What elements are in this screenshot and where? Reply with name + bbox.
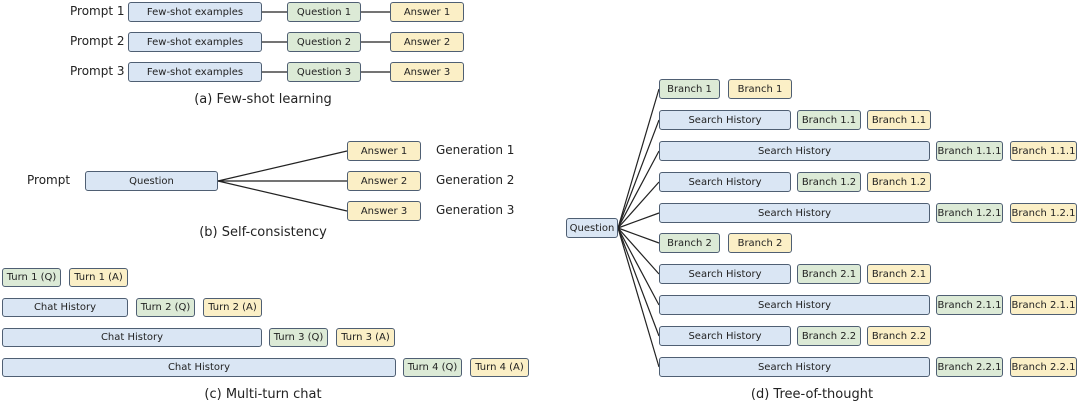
few-shot-examples-box: Few-shot examples	[128, 62, 262, 82]
branch-result-box: Branch 2.1	[867, 264, 931, 284]
branch-box: Branch 2.2	[797, 326, 861, 346]
generation-label: Generation 3	[436, 203, 515, 217]
answer-box: Answer 3	[347, 201, 421, 221]
turn-question-box: Turn 3 (Q)	[269, 328, 328, 347]
branch-result-box: Branch 1	[728, 79, 792, 99]
turn-question-box: Turn 4 (Q)	[403, 358, 462, 377]
search-history-box: Search History	[659, 264, 791, 284]
answer-box: Answer 2	[390, 32, 464, 52]
caption-few-shot: (a) Few-shot learning	[194, 92, 332, 107]
search-history-box: Search History	[659, 295, 930, 315]
branch-result-box: Branch 1.2	[867, 172, 931, 192]
branch-box: Branch 1.1.1	[936, 141, 1003, 161]
chat-history-box: Chat History	[2, 298, 128, 317]
prompt-label: Prompt	[27, 173, 71, 187]
prompt-label: Prompt 1	[70, 4, 125, 18]
branch-box: Branch 2.1.1	[936, 295, 1003, 315]
branch-box: Branch 1.2	[797, 172, 861, 192]
turn-answer-box: Turn 3 (A)	[336, 328, 395, 347]
few-shot-examples-box: Few-shot examples	[128, 2, 262, 22]
branch-box: Branch 2.2.1	[936, 357, 1003, 377]
branch-box: Branch 2	[659, 233, 720, 253]
caption-multi-turn: (c) Multi-turn chat	[204, 387, 322, 402]
answer-box: Answer 1	[347, 141, 421, 161]
branch-box: Branch 1	[659, 79, 720, 99]
question-box: Question 1	[287, 2, 361, 22]
search-history-box: Search History	[659, 110, 791, 130]
branch-result-box: Branch 2.2.1	[1010, 357, 1077, 377]
branch-result-box: Branch 1.2.1	[1010, 203, 1077, 223]
question-box: Question 2	[287, 32, 361, 52]
branch-result-box: Branch 1.1.1	[1010, 141, 1077, 161]
answer-box: Answer 3	[390, 62, 464, 82]
turn-answer-box: Turn 4 (A)	[470, 358, 529, 377]
branch-result-box: Branch 2.1.1	[1010, 295, 1077, 315]
question-box: Question 3	[287, 62, 361, 82]
question-box: Question	[566, 218, 618, 238]
search-history-box: Search History	[659, 141, 930, 161]
turn-question-box: Turn 2 (Q)	[136, 298, 195, 317]
search-history-box: Search History	[659, 357, 930, 377]
branch-result-box: Branch 2	[728, 233, 792, 253]
search-history-box: Search History	[659, 326, 791, 346]
turn-answer-box: Turn 1 (A)	[69, 268, 128, 287]
search-history-box: Search History	[659, 172, 791, 192]
turn-answer-box: Turn 2 (A)	[203, 298, 262, 317]
generation-label: Generation 1	[436, 143, 515, 157]
prompt-label: Prompt 3	[70, 64, 125, 78]
prompt-label: Prompt 2	[70, 34, 125, 48]
turn-question-box: Turn 1 (Q)	[2, 268, 61, 287]
branch-box: Branch 2.1	[797, 264, 861, 284]
branch-box: Branch 1.1	[797, 110, 861, 130]
caption-self-consistency: (b) Self-consistency	[199, 225, 327, 240]
search-history-box: Search History	[659, 203, 930, 223]
few-shot-examples-box: Few-shot examples	[128, 32, 262, 52]
branch-result-box: Branch 1.1	[867, 110, 931, 130]
branch-box: Branch 1.2.1	[936, 203, 1003, 223]
question-box: Question	[85, 171, 218, 191]
chat-history-box: Chat History	[2, 358, 396, 377]
answer-box: Answer 2	[347, 171, 421, 191]
chat-history-box: Chat History	[2, 328, 262, 347]
generation-label: Generation 2	[436, 173, 515, 187]
caption-tree-of-thought: (d) Tree-of-thought	[750, 387, 874, 402]
answer-box: Answer 1	[390, 2, 464, 22]
branch-result-box: Branch 2.2	[867, 326, 931, 346]
